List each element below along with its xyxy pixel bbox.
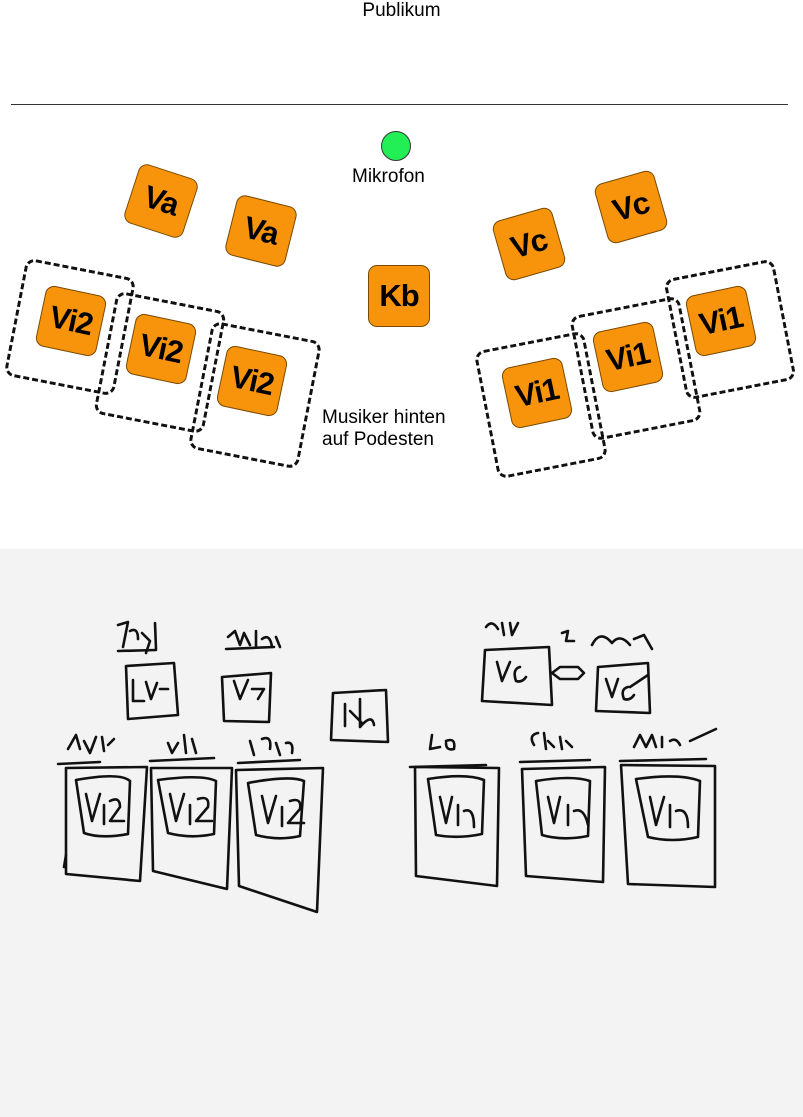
audience-label: Publikum — [362, 0, 441, 21]
sketch-violin1-2 — [518, 731, 607, 884]
seat-label: Va — [139, 178, 183, 223]
riser-note-line-2: auf Podesten — [322, 429, 434, 450]
microphone-marker — [381, 131, 411, 161]
sketch-double-bass — [329, 688, 390, 744]
seat-label: Vi2 — [46, 298, 96, 343]
sketch-cello-1 — [480, 621, 586, 707]
seat-label: Kb — [379, 278, 419, 313]
seat-cello-1: Vc — [490, 205, 568, 283]
seat-label: Va — [240, 209, 282, 252]
seat-viola-2: Va — [223, 193, 299, 269]
seat-double-bass: Kb — [368, 265, 430, 327]
seat-violin2-1: Vi2 — [34, 284, 108, 358]
seat-violin1-2: Vi1 — [591, 320, 665, 394]
sketch-violin2-2 — [148, 733, 234, 891]
seat-viola-1: Va — [121, 161, 201, 241]
sketch-violin2-1 — [56, 733, 149, 883]
stage-edge-line — [11, 104, 788, 105]
seat-label: Vi1 — [512, 370, 562, 415]
seat-label: Vi2 — [227, 358, 277, 403]
sketch-violin2-3 — [234, 736, 325, 914]
seat-label: Vi2 — [136, 326, 186, 371]
seat-violin2-2: Vi2 — [124, 312, 198, 386]
seat-violin1-1: Vi1 — [500, 356, 574, 430]
seat-label: Vc — [506, 221, 551, 266]
seat-label: Vi1 — [696, 298, 746, 343]
sketch-viola-1 — [116, 620, 180, 721]
seat-violin1-3: Vi1 — [684, 284, 758, 358]
riser-note: Musiker hinten auf Podesten — [322, 407, 446, 451]
handwritten-sketch-drawing — [56, 620, 718, 914]
seat-label: Vc — [608, 184, 653, 229]
riser-note-line-1: Musiker hinten — [322, 407, 446, 428]
sketch-cello-2 — [590, 633, 654, 715]
microphone-label: Mikrofon — [352, 166, 425, 187]
seat-label: Vi1 — [603, 334, 653, 379]
seat-violin2-3: Vi2 — [215, 344, 289, 418]
sketch-violin1-1 — [408, 733, 501, 888]
sketch-violin1-3 — [618, 727, 718, 889]
seat-cello-2: Vc — [592, 168, 670, 246]
handwritten-sketch-panel — [0, 549, 803, 1117]
sketch-viola-2 — [220, 629, 282, 724]
